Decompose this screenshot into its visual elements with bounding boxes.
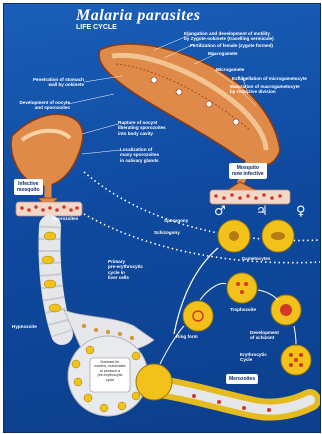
page-subtitle: LIFE CYCLE xyxy=(76,24,117,31)
label-fertilization: Fertilization of female (zygote formed) xyxy=(190,43,273,48)
label-development-oocyte: Development of oocyte and sporozoites xyxy=(10,100,70,111)
male-symbol: ♂ xyxy=(214,204,226,219)
label-hypnozoite: Hypnozoite xyxy=(12,324,37,329)
hermaphrodite-symbol: ♃ xyxy=(256,204,268,219)
dormant-note: Dormant for months, reactivates to produ… xyxy=(90,360,130,382)
merozoites-box: Merozoites xyxy=(226,374,258,384)
label-pre-erythrocytic: Primary pre-erythrocytic cycle in liver … xyxy=(108,259,143,281)
label-schizogony: Schizogony xyxy=(154,230,180,235)
label-gametocytes: Gametocytes xyxy=(236,256,276,261)
label-elongation: Elongation and development of motility b… xyxy=(184,31,274,42)
label-sporozoites: Sporozoites xyxy=(52,216,78,221)
female-symbol: ♀ xyxy=(296,204,306,219)
label-exflagellation: Exflagellation of microgametocyte xyxy=(232,76,307,81)
ring-form-cell xyxy=(183,301,213,331)
human-skin-right xyxy=(210,190,290,204)
label-penetration: Penetration of stomach wall by ookinete xyxy=(10,77,84,88)
label-sporogony: Sporogony xyxy=(164,218,188,223)
salivary-gland xyxy=(11,114,83,186)
label-rupture: Rupture of oocyst liberating sporozoites… xyxy=(118,120,166,136)
trophozoite-cell xyxy=(227,273,257,303)
mosquito-infective-box: Mosquito now infective xyxy=(229,163,267,179)
label-macrogamete: Macrogamete xyxy=(208,51,238,56)
label-trophozoite: Trophozoite xyxy=(230,307,256,312)
label-ring-form: Ring form xyxy=(176,334,198,339)
label-localization: Localization of many sporozoites in sali… xyxy=(120,147,159,163)
malaria-lifecycle-board: Malaria parasites LIFE CYCLE Elongation … xyxy=(3,3,321,433)
page-title: Malaria parasites xyxy=(76,7,201,25)
infective-mosquito-box: Infective mosquito xyxy=(14,179,43,195)
label-microgamete: Microgamete xyxy=(216,67,244,72)
label-schizont: Development of schizont xyxy=(250,330,279,341)
label-erythrocytic: Erythrocytic Cycle xyxy=(240,352,267,363)
label-maturation: Maturation of macrogametocyte by reducti… xyxy=(230,84,300,95)
